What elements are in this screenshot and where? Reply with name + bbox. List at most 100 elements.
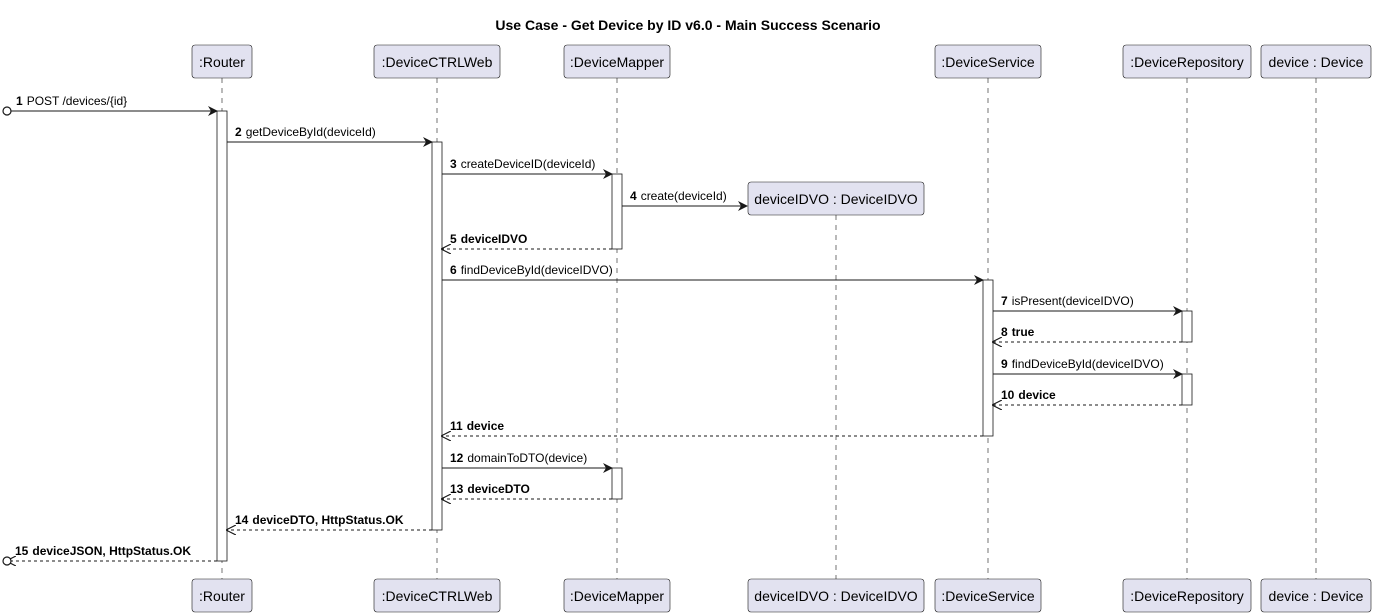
message-5: 5 deviceIDVO [442, 232, 612, 249]
participant-label: :DeviceService [941, 588, 1035, 604]
participant-box [191, 44, 253, 79]
participant-label: :DeviceRepository [1130, 588, 1244, 604]
participant-box [373, 44, 501, 79]
message-number: 6 [450, 263, 457, 277]
participants: :Router :Router :DeviceCTRLWeb :DeviceCTRLW… [191, 44, 1372, 613]
activation-bar-repo [1181, 373, 1193, 406]
participant-device-bottom: device : Device [1260, 578, 1372, 613]
participant-box [934, 578, 1042, 613]
message-text: findDeviceById(deviceIDVO) [1012, 357, 1164, 371]
message-number: 3 [450, 157, 457, 171]
participant-box [1260, 44, 1372, 79]
message-2: 2 getDeviceById(deviceId) [227, 125, 433, 147]
message-3: 3 createDeviceID(deviceId) [442, 157, 613, 179]
message-label: 11 device [450, 419, 504, 433]
participant-box [563, 44, 671, 79]
participant-label: deviceIDVO : DeviceIDVO [754, 588, 917, 604]
message-text: true [1012, 325, 1035, 339]
participant-box [1260, 578, 1372, 613]
participant-mapper-bottom: :DeviceMapper [563, 578, 671, 613]
activation-bars [216, 110, 1193, 562]
participant-box [747, 578, 925, 613]
message-label: 7 isPresent(deviceIDVO) [1001, 294, 1134, 308]
message-label: 5 deviceIDVO [450, 232, 527, 246]
message-number: 5 [450, 232, 457, 246]
message-8: 8 true [993, 325, 1182, 342]
message-number: 13 [450, 482, 464, 496]
message-number: 4 [630, 189, 637, 203]
participant-box [934, 44, 1042, 79]
message-text: device [1018, 388, 1056, 402]
message-text: findDeviceById(deviceIDVO) [461, 263, 613, 277]
message-number: 11 [450, 419, 463, 433]
message-number: 10 [1001, 388, 1015, 402]
activation-bar-router [216, 110, 228, 562]
external-endpoint [2, 106, 12, 116]
participant-label: device : Device [1269, 588, 1364, 604]
participant-dvo-top: deviceIDVO : DeviceIDVO [747, 181, 925, 216]
participant-label: :DeviceService [941, 54, 1035, 70]
message-6: 6 findDeviceById(deviceIDVO) [442, 263, 984, 285]
message-label: 2 getDeviceById(deviceId) [235, 125, 376, 139]
message-label: 6 findDeviceById(deviceIDVO) [450, 263, 613, 277]
participant-box [563, 578, 671, 613]
participant-ctrl-bottom: :DeviceCTRLWeb [373, 578, 501, 613]
participant-label: device : Device [1269, 54, 1364, 70]
message-number: 2 [235, 125, 242, 139]
message-text: deviceJSON, HttpStatus.OK [32, 544, 191, 558]
participant-label: :Router [199, 588, 245, 604]
external-endpoint [2, 556, 12, 566]
participant-mapper-top: :DeviceMapper [563, 44, 671, 79]
participant-box [747, 181, 925, 216]
participant-box [1122, 578, 1252, 613]
message-number: 9 [1001, 357, 1008, 371]
participant-ctrl-top: :DeviceCTRLWeb [373, 44, 501, 79]
message-number: 8 [1001, 325, 1008, 339]
diagram-title: Use Case - Get Device by ID v6.0 - Main … [495, 17, 880, 33]
message-number: 7 [1001, 294, 1008, 308]
message-text: deviceDTO [467, 482, 529, 496]
participant-label: :DeviceRepository [1130, 54, 1244, 70]
participant-label: :Router [199, 54, 245, 70]
participant-router-top: :Router [191, 44, 253, 79]
participant-router-bottom: :Router [191, 578, 253, 613]
participant-repo-bottom: :DeviceRepository [1122, 578, 1252, 613]
message-number: 12 [450, 451, 464, 465]
activation-bar-mapper [611, 467, 623, 500]
message-text: deviceIDVO [461, 232, 528, 246]
message-text: createDeviceID(deviceId) [461, 157, 596, 171]
activation-bar-mapper [611, 173, 623, 250]
message-text: domainToDTO(device) [467, 451, 587, 465]
participant-label: :DeviceMapper [570, 54, 664, 70]
participant-service-bottom: :DeviceService [934, 578, 1042, 613]
participant-label: :DeviceCTRLWeb [382, 54, 493, 70]
message-number: 14 [235, 513, 249, 527]
message-text: POST /devices/{id} [27, 94, 128, 108]
participant-label: :DeviceCTRLWeb [382, 588, 493, 604]
message-text: getDeviceById(deviceId) [246, 125, 376, 139]
participant-box [1122, 44, 1252, 79]
participant-box [373, 578, 501, 613]
activation-bar-ctrl [431, 141, 443, 531]
message-number: 15 [15, 544, 29, 558]
message-text: device [467, 419, 505, 433]
participant-service-top: :DeviceService [934, 44, 1042, 79]
activation-bar-service [982, 279, 994, 437]
participant-label: deviceIDVO : DeviceIDVO [754, 191, 917, 207]
message-7: 7 isPresent(deviceIDVO) [993, 294, 1183, 316]
activation-bar-repo [1181, 310, 1193, 343]
participant-box [191, 578, 253, 613]
message-text: isPresent(deviceIDVO) [1012, 294, 1134, 308]
